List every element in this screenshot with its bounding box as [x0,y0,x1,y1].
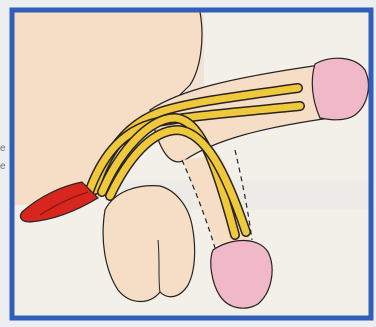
scrotum [103,186,195,302]
erect-glans [312,58,368,120]
